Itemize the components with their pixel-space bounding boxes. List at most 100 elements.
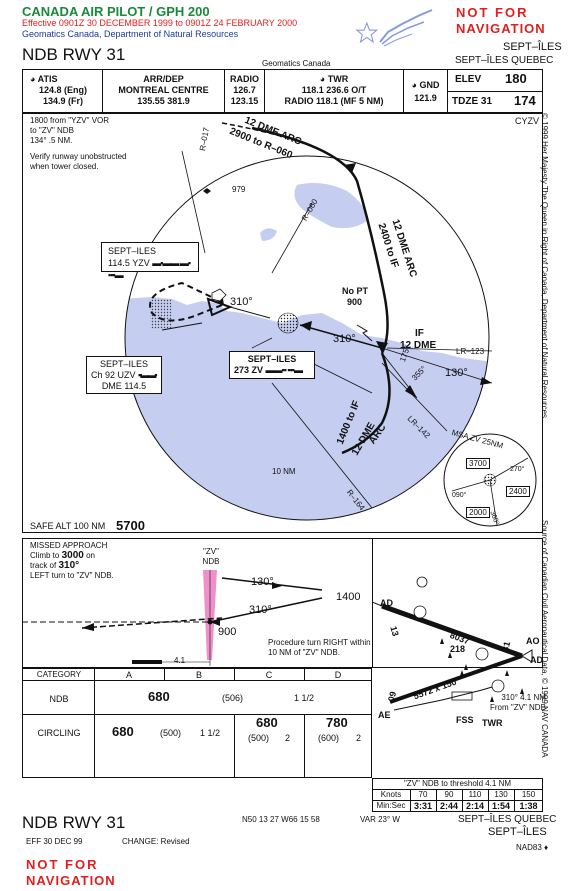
twr-icon: ◕ [319,74,326,84]
vor-info-box: SEPT–ILES 114.5 YZV ▬▪▬▬ ▬▪ ▪▪▪▬ [101,242,199,280]
dme-arc-main [251,126,389,354]
runway-09 [389,654,523,704]
tdze-value: 174 [514,93,536,108]
threshold-distance: 310° 4.1 NM From "ZV" NDB [490,693,546,713]
time-70: 3:31 [413,801,432,811]
twr-label-diagram: TWR [482,718,503,728]
elev-value: 180 [505,71,527,86]
dme-name: SEPT–ILES [99,359,149,369]
city-name-top: SEPT–ÎLES [503,41,562,53]
plan-note-2: to "ZV" NDB [30,126,74,135]
ndb-info-box: SEPT–ILES 273 ZV ▬▬▪▪ ▪▪▪▬ [229,351,315,379]
not-for-navigation-top-1: NOT FOR [456,5,529,20]
aerodrome-diagram [372,576,533,711]
footer-ref: NAD83 ♦ [516,843,549,852]
minimums-table [22,668,372,778]
obstacle-979-icon [203,188,211,194]
profile-alt-900: 900 [218,626,237,638]
tdze-label: TDZE 31 [452,96,493,107]
missed-turn: LEFT turn to "ZV" NDB. [30,571,114,580]
footer-procedure: NDB RWY 31 [22,813,126,832]
vor-freq: 114.5 YZV [108,258,150,268]
vor-yzv-symbol [211,288,227,302]
not-for-navigation-bottom-2: NAVIGATION [26,873,116,888]
profile-diagram [22,570,323,666]
course-310-final: 310° [333,333,356,345]
plan-notes: 1800 from "YZV" VOR to "ZV" NDB 134° .5 … [30,116,127,172]
chart-title: CANADA AIR PILOT / GPH 200 [22,4,210,19]
ten-nm-label: 10 NM [272,467,296,476]
atis-freq-eng: 124.8 (Eng) [38,85,87,95]
min-circ-c-vis: 2 [285,733,291,743]
radial-017 [181,150,206,254]
radio-freq-2: 123.15 [230,96,259,106]
ndb-name: SEPT–ILES [247,354,297,364]
atis-label: ATIS [37,74,58,84]
dme-channel: Ch 92 UZV [91,370,136,380]
water-area [125,156,489,520]
ndb-freq: 273 ZV [234,365,264,375]
vor-name: SEPT–ILES [108,246,157,256]
course-310-hold: 310° [230,296,253,308]
plan-note-1: 1800 from "YZV" VOR [30,116,110,125]
profile-ndb-tag: "ZV" NDB [202,547,220,567]
timing-table [372,778,543,812]
plan-note-4: Verify runway unobstructed [30,152,127,161]
threshold-distance-1: 310° 4.1 NM [501,693,546,702]
min-circ-ab-vis: 1 1/2 [200,728,221,738]
city-province-top: SEPT–ÎLES QUEBEC [455,55,554,66]
elevation-979: 979 [232,185,246,194]
plan-view [22,113,543,533]
radial-123-label: LR–123 [456,347,485,356]
copyright-note: © 1999 Her Majesty The Queen in Right of… [540,113,549,419]
effective-date: Effective 0901Z 30 DECEMBER 1999 to 0901… [22,18,298,28]
star-logo-icon [355,9,433,47]
footer-city-province: SEPT–ÎLES QUEBEC [458,814,557,825]
footer-city: SEPT–ÎLES [488,826,547,838]
morse-zv-icon: ▬▬▪▪ ▪▪▪▬ [265,365,303,375]
knots-150: 150 [521,790,536,799]
arrdep-centre: MONTREAL CENTRE [118,85,209,95]
min-header-c: C [265,670,273,680]
arrdep-label: ARR/DEP [143,74,184,84]
arrdep-freq: 135.55 381.9 [137,96,190,106]
profile-course-130: 130° [251,576,274,588]
time-90: 2:44 [439,801,458,811]
ad-label-2: AD [530,655,543,665]
knots-130: 130 [494,790,508,799]
outbound-130 [381,347,493,384]
min-header-category: CATEGORY [36,670,82,679]
msa-sector-2: 2400 [506,486,530,497]
min-circ-d-vis: 2 [356,733,362,743]
radial-142 [381,362,448,432]
twr-freq: 118.1 236.6 O/T [301,85,367,95]
atis-icon: ◕ [30,74,36,84]
footer-variation: VAR 23° W [360,815,400,824]
pt-note: Procedure turn RIGHT within 10 NM of "ZV… [268,638,371,658]
threshold-distance-2: From "ZV" NDB [490,703,546,712]
gnd-icon: ◕ [411,80,417,90]
radio-label: RADIO [230,74,259,84]
fss-label: FSS [456,715,474,725]
twr-label: TWR [327,74,349,84]
missed-approach-text: MISSED APPROACH Climb to 3000 on track o… [30,541,114,581]
time-150: 1:38 [519,801,538,811]
atis-freq-fr: 134.9 (Fr) [42,96,84,106]
pt-note-2: 10 NM of "ZV" NDB. [268,648,340,657]
missed-on: on [86,551,95,560]
no-pt-label: No PT [342,286,368,296]
knots-110: 110 [468,790,482,799]
min-header-b: B [195,670,202,680]
missed-altitude: 3000 [61,550,84,561]
pt-note-1: Procedure turn RIGHT within [268,638,371,647]
min-circ-c-hat: (500) [248,733,270,743]
min-circ-label: CIRCLING [37,728,81,738]
timing-knots-label: Knots [380,790,402,799]
min-ndb-vis: 1 1/2 [294,693,315,703]
footer-change: CHANGE: Revised [122,837,190,846]
hold-arrow [206,297,233,317]
ao-label: AO [526,636,540,646]
dme-info-box: SEPT–ILES Ch 92 UZV ▪▪▬▬▪ DME 114.5 [86,356,162,394]
no-pt-altitude: 900 [347,297,363,307]
min-header-d: D [334,670,342,680]
